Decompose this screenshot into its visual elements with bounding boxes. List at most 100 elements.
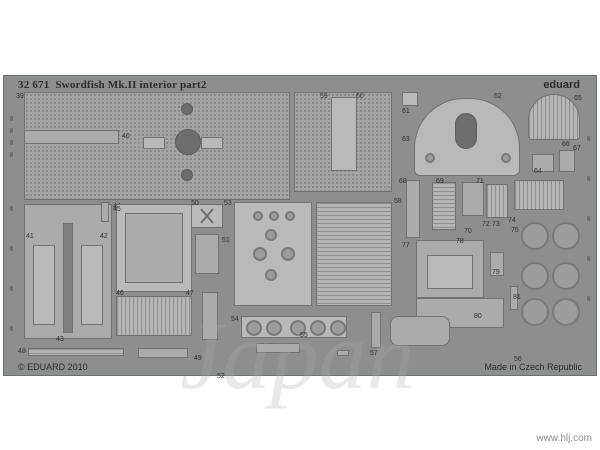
part-dashboard-62	[414, 98, 520, 176]
part-number-61: 61	[402, 108, 410, 115]
edge-tick	[10, 152, 13, 157]
edge-tick	[10, 140, 13, 145]
part-number-41: 41	[26, 233, 34, 240]
part-number-70: 70	[464, 228, 472, 235]
part-frame-80b	[390, 316, 450, 346]
part-number-48: 48	[18, 348, 26, 355]
part-number-65: 65	[574, 95, 582, 102]
panel-tab	[143, 137, 165, 149]
part-number-81: 81	[513, 294, 521, 301]
edge-tick	[587, 136, 590, 141]
part-number-55: 55	[300, 332, 308, 339]
part-number-53: 53	[224, 200, 232, 207]
seat-side	[33, 245, 55, 325]
part-plate-67	[559, 150, 575, 172]
edge-tick	[587, 216, 590, 221]
dial-ring	[281, 247, 295, 261]
seat-side	[81, 245, 103, 325]
dial-ring	[310, 320, 326, 336]
part-slatted-panel-58	[316, 202, 392, 306]
part-number-49: 49	[194, 355, 202, 362]
part-number-72: 72	[482, 221, 490, 228]
box-inner	[125, 213, 183, 283]
part-clip-72	[486, 184, 508, 218]
part-strip-48	[28, 348, 124, 356]
part-number-66: 66	[562, 141, 570, 148]
part-number-59: 59	[320, 93, 328, 100]
part-number-54: 54	[231, 316, 239, 323]
part-number-67: 67	[573, 145, 581, 152]
part-seat-back-59	[294, 92, 392, 192]
edge-tick	[10, 246, 13, 251]
part-clip-61	[402, 92, 418, 106]
part-number-57: 57	[370, 350, 378, 357]
part-number-52: 52	[217, 373, 225, 380]
seat-back-inner	[331, 97, 357, 171]
dial-ring	[290, 320, 306, 336]
part-number-75: 75	[511, 227, 519, 234]
part-instrument-board-53	[234, 202, 312, 306]
part-frame-51	[195, 234, 219, 274]
part-number-46: 46	[116, 290, 124, 297]
part-wheel-76b	[552, 262, 580, 290]
part-number-45: 45	[113, 206, 121, 213]
edge-tick	[587, 296, 590, 301]
panel-hole	[175, 129, 201, 155]
edge-tick	[10, 206, 13, 211]
dial-ring	[253, 247, 267, 261]
part-box-78	[416, 240, 484, 298]
origin-text: Made in Czech Republic	[484, 362, 582, 372]
panel-tab	[201, 137, 223, 149]
cross-mark	[200, 208, 214, 224]
part-floor-panel-39	[24, 92, 290, 200]
watermark-script: Japan	[180, 302, 415, 409]
part-clip-71	[462, 182, 484, 216]
part-tab-56	[337, 350, 349, 356]
box-inner	[427, 255, 473, 289]
part-number-56: 56	[514, 356, 522, 363]
part-number-79: 79	[492, 269, 500, 276]
seat-spine	[63, 223, 73, 333]
catalog-number: 32 671	[18, 79, 50, 91]
copyright-text: © EDUARD 2010	[18, 362, 88, 372]
part-belt-74	[514, 180, 564, 210]
photo-etch-fret: 32 671 Swordfish Mk.II interior part2 ed…	[3, 75, 597, 380]
part-bracket-64	[532, 154, 554, 172]
part-number-42: 42	[100, 233, 108, 240]
edge-tick	[587, 176, 590, 181]
part-dome-65	[528, 94, 580, 140]
part-grille-69	[432, 182, 456, 230]
part-number-62: 62	[494, 93, 502, 100]
sheet-title-line: 32 671 Swordfish Mk.II interior part2	[18, 79, 207, 91]
dial-ring	[285, 211, 295, 221]
part-wheel-76	[521, 262, 549, 290]
edge-tick	[587, 256, 590, 261]
dial-ring	[330, 320, 346, 336]
part-panel-46-47	[116, 296, 192, 336]
part-number-47: 47	[186, 290, 194, 297]
dial-ring	[269, 211, 279, 221]
part-tab-79	[490, 252, 504, 276]
edge-tick	[10, 116, 13, 121]
dial-ring	[265, 229, 277, 241]
part-wheel-75b	[552, 222, 580, 250]
dial-ring	[501, 153, 511, 163]
part-bracket-44	[101, 202, 109, 222]
part-strip-40	[24, 130, 119, 144]
sheet-title: Swordfish Mk.II interior part2	[55, 79, 207, 91]
part-number-80: 80	[474, 313, 482, 320]
dashboard-window	[455, 113, 477, 149]
edge-tick	[10, 128, 13, 133]
part-strap-68	[406, 180, 420, 238]
part-number-64: 64	[534, 168, 542, 175]
part-seat-frame-43	[24, 204, 112, 339]
part-number-60: 60	[356, 93, 364, 100]
part-number-50: 50	[191, 200, 199, 207]
part-number-74: 74	[508, 217, 516, 224]
part-number-69: 69	[436, 178, 444, 185]
watermark-url: www.hlj.com	[536, 433, 592, 444]
part-number-63: 63	[402, 136, 410, 143]
part-dial-row-54	[241, 316, 347, 338]
part-cross-plate-50	[191, 204, 223, 228]
part-number-71: 71	[476, 178, 484, 185]
